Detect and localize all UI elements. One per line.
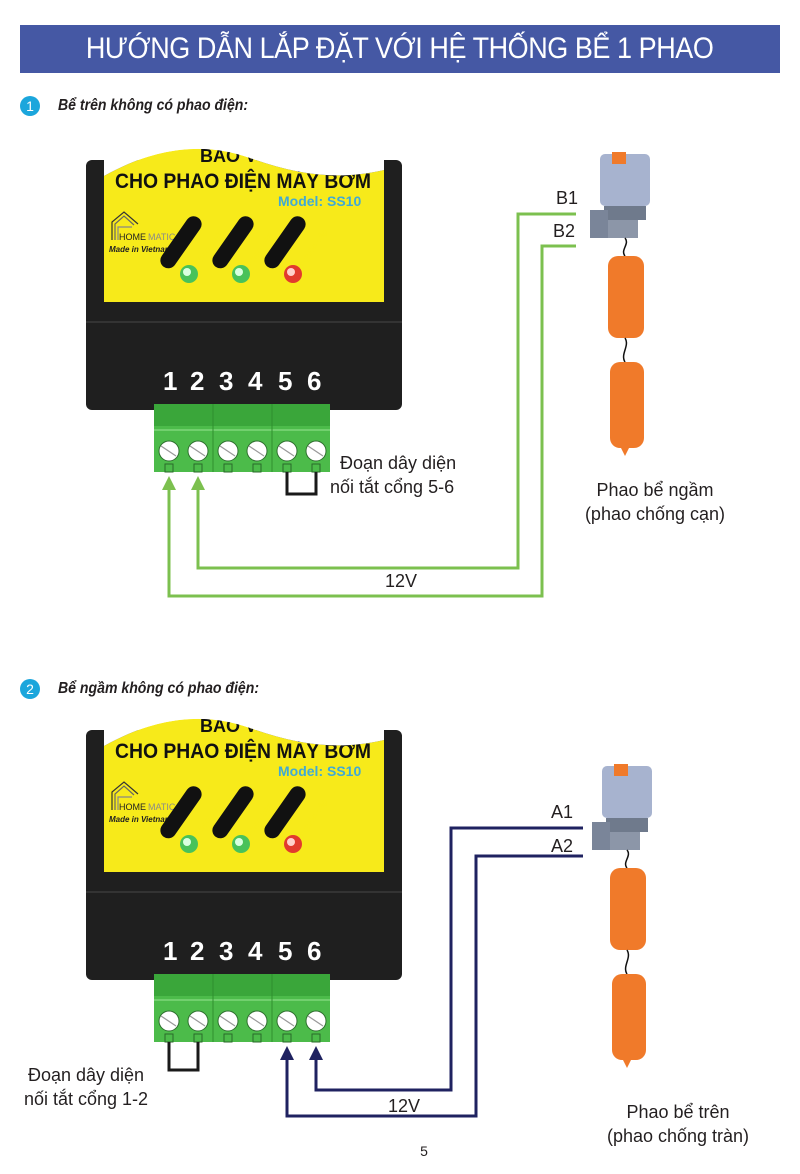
made-in-label: Made in Vietnam bbox=[109, 815, 172, 824]
brand-matic: MATIC bbox=[148, 802, 176, 812]
step-badge-2: 2 bbox=[20, 679, 40, 699]
terminal-numbers: 1 2 3 4 5 6 bbox=[163, 936, 321, 966]
arrow-up-icon bbox=[280, 1046, 294, 1060]
terminal-block bbox=[154, 404, 330, 473]
float-lower bbox=[610, 362, 644, 448]
device-model: Model: SS10 bbox=[278, 763, 361, 779]
float-upper bbox=[608, 256, 644, 338]
wire-label-b2: B2 bbox=[553, 221, 575, 241]
jumper-wire-5-6 bbox=[285, 472, 318, 496]
terminal-number: 6 bbox=[307, 366, 321, 396]
page-title: HƯỚNG DẪN LẮP ĐẶT VỚI HỆ THỐNG BỂ 1 PHAO bbox=[86, 32, 714, 65]
device-model: Model: SS10 bbox=[278, 193, 361, 209]
terminal-number: 6 bbox=[307, 936, 321, 966]
brand-home: HOME bbox=[119, 232, 146, 242]
wiring-diagram-2: BẢO V CHO PHAO ĐIỆN MÁY BƠM Model: SS10 … bbox=[86, 710, 652, 1118]
wire-12v bbox=[167, 212, 576, 598]
terminal-number: 4 bbox=[248, 936, 263, 966]
terminal-number: 1 bbox=[163, 936, 177, 966]
jumper-note-line1: Đoạn dây diện bbox=[340, 453, 457, 473]
made-in-label: Made in Vietnam bbox=[109, 245, 172, 254]
terminal-number: 3 bbox=[219, 366, 233, 396]
homematic-logo-icon bbox=[111, 211, 139, 240]
title-banner: HƯỚNG DẪN LẮP ĐẶT VỚI HỆ THỐNG BỂ 1 PHAO bbox=[20, 25, 780, 73]
terminal-block bbox=[154, 974, 330, 1043]
terminal-number: 5 bbox=[278, 936, 292, 966]
float-caption-line2: (phao chống cạn) bbox=[584, 504, 726, 524]
section-1-heading: 1 Bể trên không có phao điện: bbox=[20, 96, 274, 116]
section-1-title: Bể trên không có phao điện: bbox=[58, 97, 249, 114]
controller-device: BẢO V CHO PHAO ĐIỆN MÁY BƠM Model: SS10 … bbox=[86, 140, 402, 410]
wiring-diagram-1: BẢO V CHO PHAO ĐIỆN MÁY BƠM Model: SS10 … bbox=[86, 140, 650, 598]
float-caption-1: Phao bể ngầm (phao chống cạn) bbox=[560, 478, 750, 526]
terminal-number: 3 bbox=[219, 936, 233, 966]
wire-label-a2: A2 bbox=[551, 836, 573, 856]
jumper-wire-1-2 bbox=[167, 1042, 200, 1072]
brand-home: HOME bbox=[119, 802, 146, 812]
section-2-title: Bể ngầm không có phao điện: bbox=[58, 680, 260, 697]
arrow-up-icon bbox=[191, 476, 205, 490]
jumper-note-2: Đoạn dây diện nối tắt cổng 1-2 bbox=[6, 1063, 166, 1111]
arrow-up-icon bbox=[162, 476, 176, 490]
terminal-number: 4 bbox=[248, 366, 263, 396]
float-caption-2: Phao bể trên (phao chống tràn) bbox=[578, 1100, 778, 1148]
jumper-note-1: Đoạn dây diện nối tắt cổng 5-6 bbox=[330, 451, 510, 499]
step-badge-1: 1 bbox=[20, 96, 40, 116]
jumper-note-line1: Đoạn dây diện bbox=[27, 1065, 145, 1085]
terminal-number: 5 bbox=[278, 366, 292, 396]
wire-label-b1: B1 bbox=[556, 188, 578, 208]
controller-device: BẢO V CHO PHAO ĐIỆN MÁY BƠM Model: SS10 … bbox=[86, 710, 402, 980]
wire-label-a1: A1 bbox=[551, 802, 573, 822]
float-caption-line1: Phao bể trên bbox=[626, 1102, 730, 1122]
terminal-number: 2 bbox=[190, 366, 204, 396]
homematic-logo-icon bbox=[111, 781, 139, 810]
voltage-label: 12V bbox=[385, 571, 417, 591]
float-caption-line1: Phao bể ngầm bbox=[596, 480, 714, 500]
terminal-number: 2 bbox=[190, 936, 204, 966]
float-upper bbox=[610, 868, 646, 950]
terminal-number: 1 bbox=[163, 366, 177, 396]
jumper-note-line2: nối tắt cổng 5-6 bbox=[330, 477, 455, 497]
terminal-numbers: 1 2 3 4 5 6 bbox=[163, 366, 321, 396]
float-lower bbox=[612, 974, 646, 1060]
float-caption-line2: (phao chống tràn) bbox=[606, 1126, 750, 1146]
wire-12v bbox=[285, 826, 583, 1118]
arrow-up-icon bbox=[309, 1046, 323, 1060]
float-switch bbox=[590, 152, 650, 456]
float-switch bbox=[592, 764, 652, 1068]
brand-matic: MATIC bbox=[148, 232, 176, 242]
section-2-heading: 2 Bể ngầm không có phao điện: bbox=[20, 679, 286, 699]
page-number: 5 bbox=[420, 1143, 428, 1159]
jumper-note-line2: nối tắt cổng 1-2 bbox=[23, 1089, 149, 1109]
voltage-label: 12V bbox=[388, 1096, 420, 1116]
